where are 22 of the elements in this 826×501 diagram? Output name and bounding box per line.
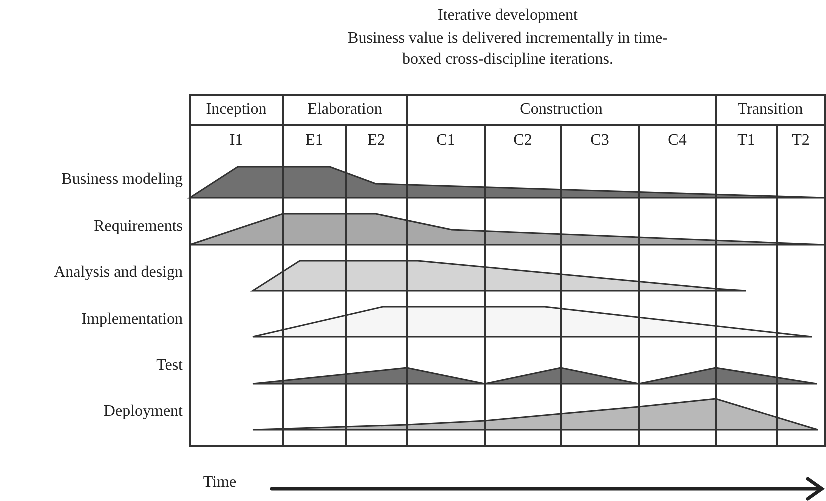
iteration-label: E1 bbox=[304, 131, 324, 151]
iteration-label: C2 bbox=[512, 131, 534, 151]
axis-label: Time bbox=[202, 473, 238, 493]
discipline-label: Business modeling bbox=[60, 170, 183, 190]
phase-header: Inception bbox=[205, 100, 268, 120]
phase-header: Elaboration bbox=[306, 100, 384, 120]
iteration-label: E2 bbox=[366, 131, 386, 151]
phase-header: Construction bbox=[519, 100, 604, 120]
iteration-label: T1 bbox=[736, 131, 756, 151]
discipline-label: Analysis and design bbox=[53, 263, 183, 283]
discipline-label: Implementation bbox=[80, 310, 183, 330]
title: Iterative development bbox=[437, 6, 579, 26]
iteration-label: C3 bbox=[590, 131, 610, 151]
discipline-label: Test bbox=[156, 356, 183, 376]
iteration-label: I1 bbox=[228, 131, 244, 151]
iteration-label: T2 bbox=[791, 131, 811, 151]
iteration-label: C4 bbox=[667, 131, 688, 151]
subtitle: Business value is delivered incrementally in time-boxed cross-discipline iterations. bbox=[347, 29, 669, 70]
iteration-label: C1 bbox=[436, 131, 456, 151]
phase-header: Transition bbox=[736, 100, 804, 120]
discipline-label: Requirements bbox=[93, 217, 183, 237]
discipline-label: Deployment bbox=[102, 402, 183, 422]
